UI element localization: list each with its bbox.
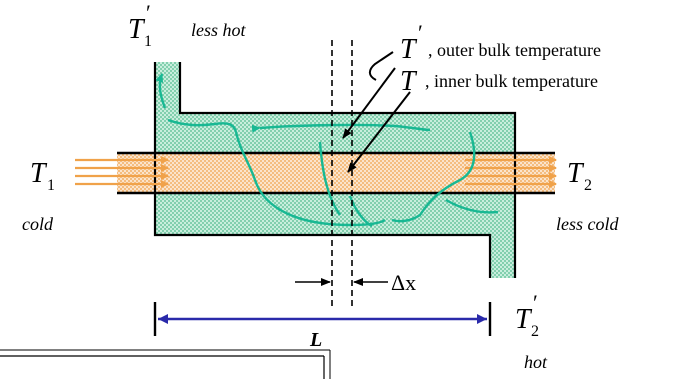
t-prime-mark: ′	[418, 20, 423, 45]
outlet-flow-arrows	[465, 156, 557, 188]
t2-prime-symbol: T	[515, 304, 533, 335]
t1-note: cold	[22, 214, 54, 234]
t-prime-note: , outer bulk temperature	[428, 40, 601, 60]
frame-fragment	[0, 349, 331, 379]
shell-walls	[153, 62, 517, 278]
length-label: L	[309, 329, 322, 351]
temperature-pointers	[342, 51, 411, 173]
outer-fluid-streamlines	[155, 73, 499, 228]
t1-symbol: T	[30, 158, 48, 189]
label-t2-prime: T ′ 2 hot	[515, 290, 548, 372]
outer-outlet-pipe	[490, 234, 515, 278]
t-prime-symbol: T	[400, 34, 418, 65]
t2-prime-mark: ′	[533, 290, 538, 315]
t2-prime-note: hot	[524, 352, 548, 372]
length-arrow	[153, 302, 492, 336]
t1-prime-symbol: T	[128, 14, 146, 45]
inlet-flow-arrows	[75, 156, 169, 188]
t1-prime-note: less hot	[191, 20, 247, 40]
label-t-prime-outer: T ′ , outer bulk temperature	[400, 20, 601, 65]
t-note: , inner bulk temperature	[425, 71, 598, 91]
t2-symbol: T	[567, 158, 585, 189]
t1-prime-mark: ′	[146, 0, 151, 25]
t2-subscript: 2	[584, 177, 592, 194]
delta-x-label: Δx	[391, 270, 416, 295]
label-t1-prime: T ′ 1 less hot	[128, 0, 247, 50]
label-t2: T 2 less cold	[556, 158, 619, 234]
label-t-inner: T , inner bulk temperature	[400, 66, 598, 97]
inner-tube-walls	[117, 151, 555, 195]
t2-prime-subscript: 2	[531, 323, 539, 340]
label-t1: T 1 cold	[22, 158, 55, 234]
t1-subscript: 1	[47, 177, 55, 194]
t-symbol: T	[400, 66, 418, 97]
control-volume-lines	[331, 40, 353, 308]
t2-note: less cold	[556, 214, 619, 234]
t1-prime-subscript: 1	[144, 33, 152, 50]
